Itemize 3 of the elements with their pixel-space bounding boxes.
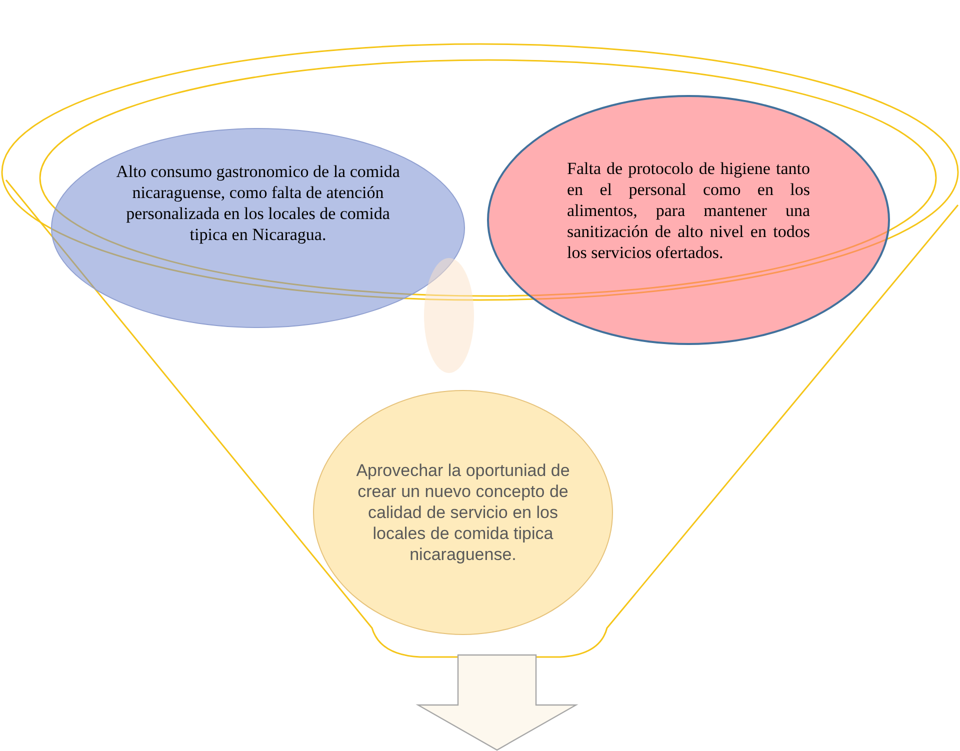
- ellipse-node: Falta de protocolo de higiene tanto en el personal como en los alimentos, para mantener una sanitización de alto nivel en todos los servicios ofertados.: [487, 95, 890, 345]
- ellipse-node: Aprovechar la oportuniad de crear un nuevo concepto de calidad de servicio en los locales de comida tipica nicaraguense.: [313, 390, 613, 635]
- ellipse-node: Alto consumo gastronomico de la comida nicaraguense, como falta de atención personalizada en los locales de comida tipica en Nicaragua.: [51, 128, 465, 328]
